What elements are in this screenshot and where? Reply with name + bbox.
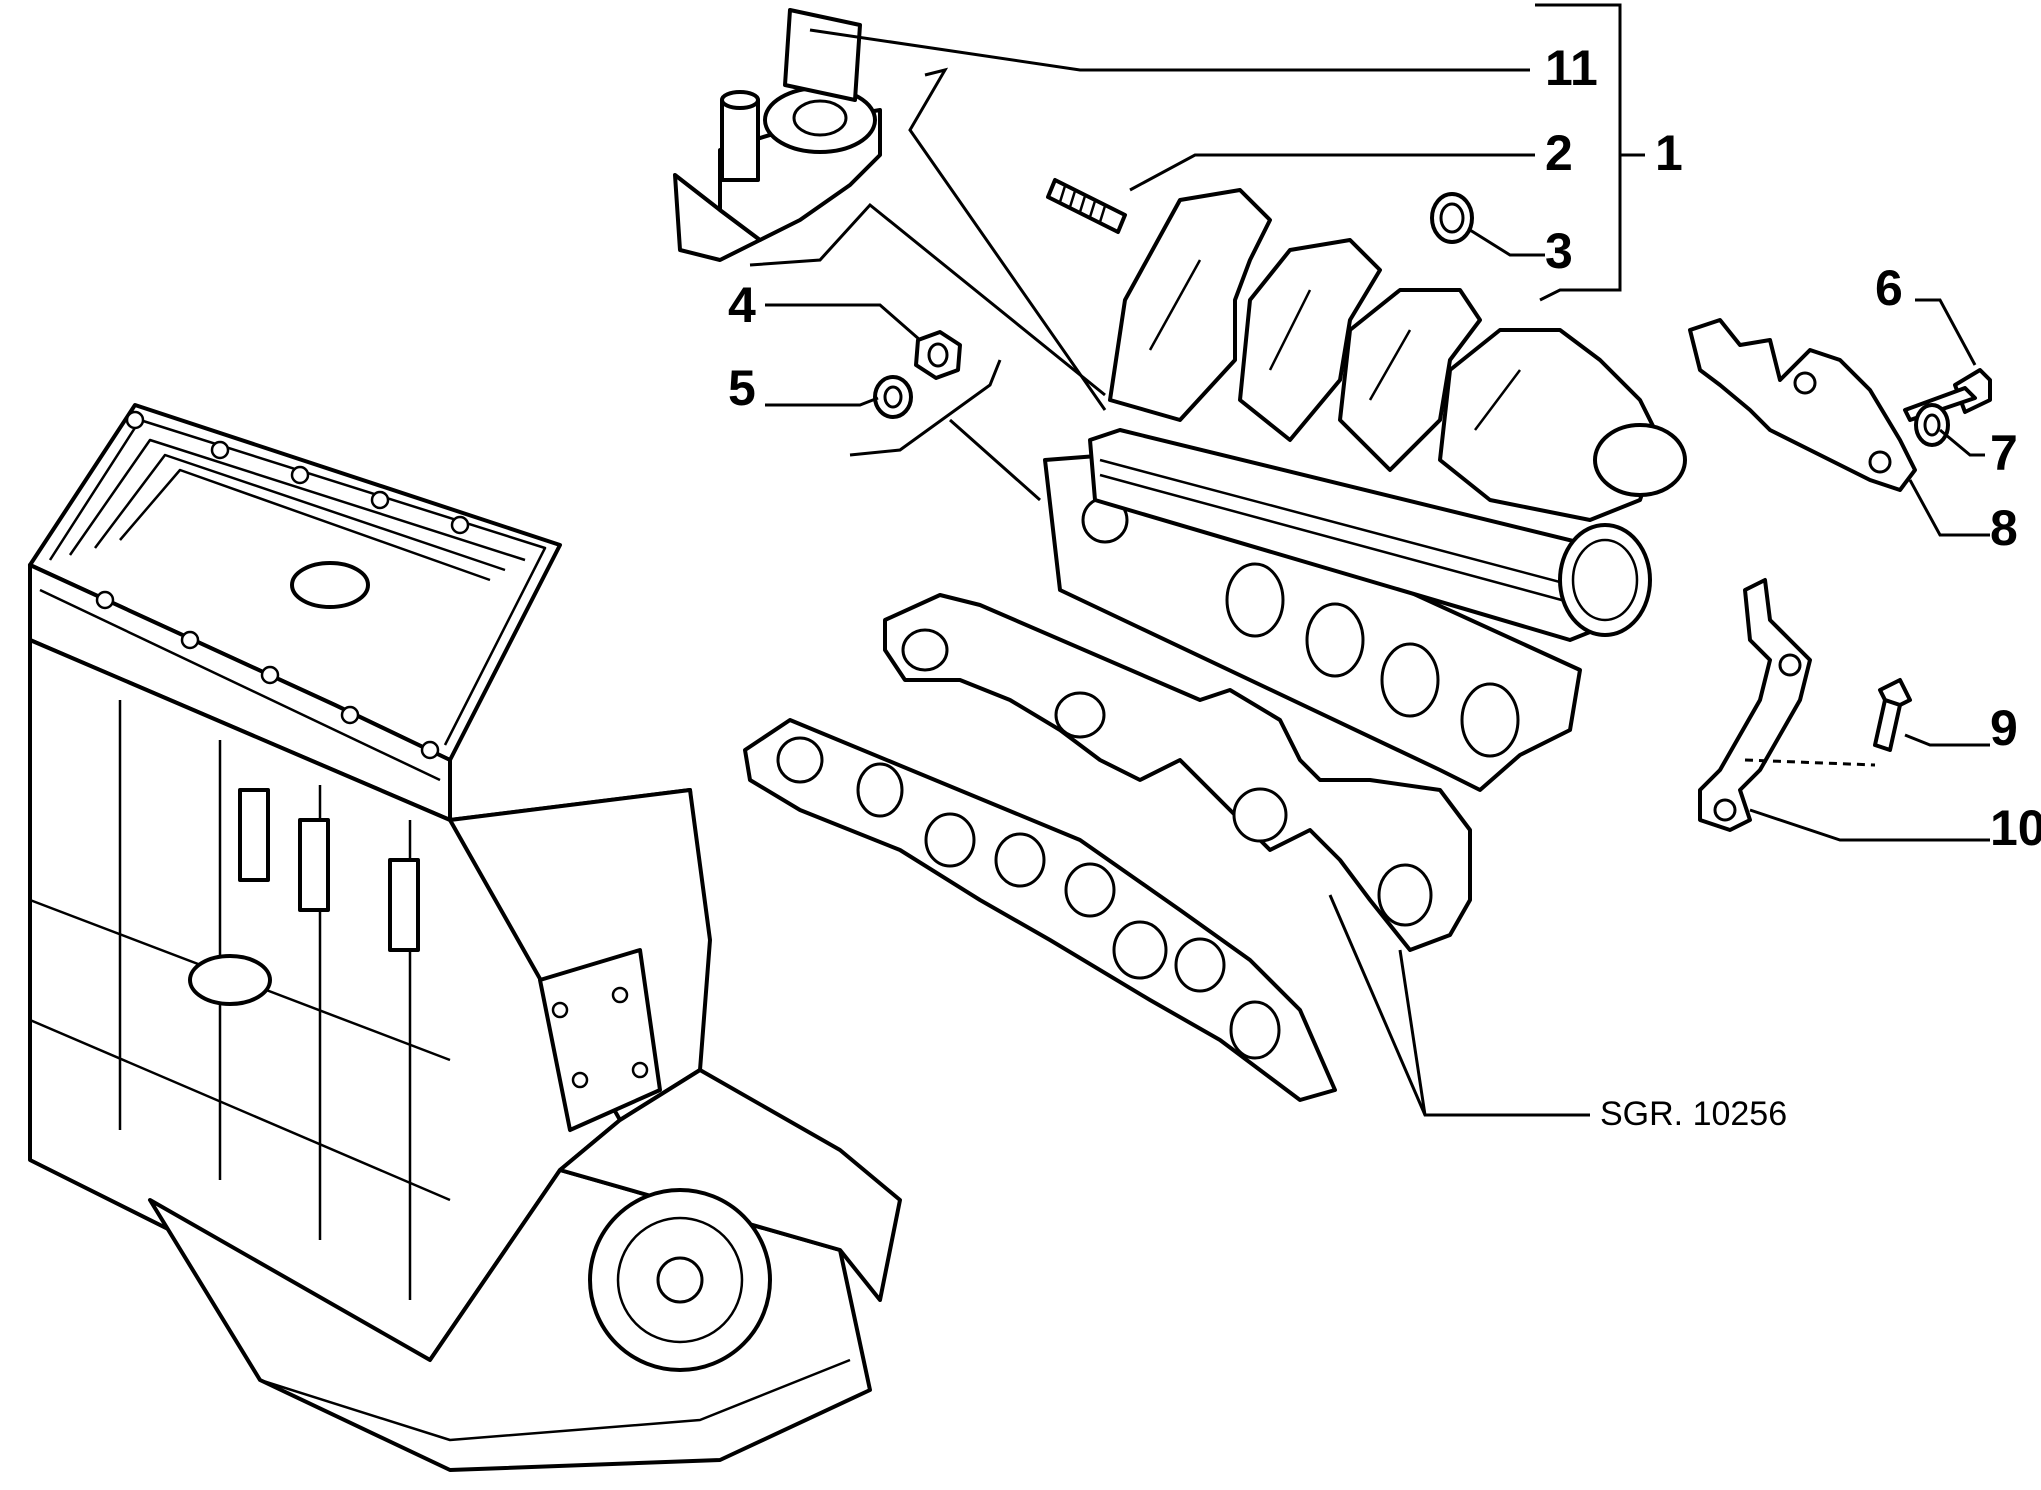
exhaust-manifold bbox=[883, 593, 1472, 952]
callout-8: 8 bbox=[1990, 500, 2018, 556]
part-2-stud bbox=[1046, 178, 1127, 234]
reference-code: SGR. 10256 bbox=[1600, 1095, 1787, 1133]
callout-6: 6 bbox=[1875, 260, 1903, 316]
part-9-bolt bbox=[1873, 678, 1912, 752]
callout-10: 10 bbox=[1990, 800, 2041, 856]
part-8-bracket bbox=[1688, 318, 1917, 492]
callout-11: 11 bbox=[1545, 40, 1598, 96]
callout-9: 9 bbox=[1990, 700, 2018, 756]
leader-lines bbox=[749, 3, 1990, 1117]
part-10-bracket bbox=[1698, 578, 1812, 832]
callout-1: 1 bbox=[1655, 125, 1683, 181]
callout-7: 7 bbox=[1990, 425, 2018, 481]
part-11-housing bbox=[673, 8, 882, 262]
part-5-washer bbox=[873, 375, 913, 419]
engine-block bbox=[28, 403, 902, 1472]
callout-5: 5 bbox=[728, 360, 756, 416]
exhaust-gasket bbox=[743, 718, 1337, 1102]
part-1-intake-manifold bbox=[1043, 188, 1687, 792]
callout-4: 4 bbox=[728, 277, 756, 333]
part-3-ring bbox=[1430, 192, 1474, 244]
callout-3: 3 bbox=[1545, 223, 1573, 279]
callout-labels: 11 2 1 3 4 5 6 7 8 9 10 SGR. 10256 bbox=[728, 40, 2041, 1133]
part-7-washer bbox=[1914, 403, 1950, 447]
callout-2: 2 bbox=[1545, 125, 1573, 181]
part-4-nut bbox=[914, 330, 962, 380]
